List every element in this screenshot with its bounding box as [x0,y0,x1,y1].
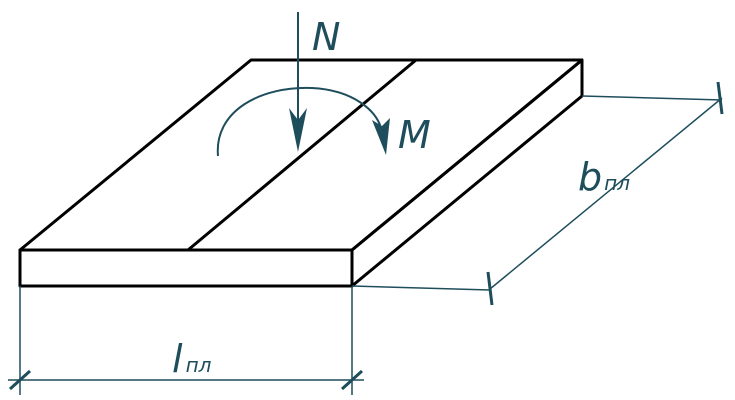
moment-arrow-head [372,118,390,155]
length-tick-right [340,369,364,391]
width-label-subscript: пл [604,171,630,195]
force-arrow-head [289,108,307,152]
width-extension-top [581,95,723,101]
length-tick-left [8,369,32,391]
width-tick-bottom [486,271,494,306]
force-label: N [312,15,340,59]
length-label-main: l [172,337,183,381]
moment-arc [216,86,383,157]
plate-center-line [187,58,417,252]
loads [216,12,390,157]
width-tick-top [716,81,724,115]
plate [18,58,584,288]
moment-label: M [398,113,431,157]
plate-front-face [18,248,354,288]
length-label-subscript: пл [186,353,212,377]
width-extension-bottom [351,285,491,291]
width-dimension-line [489,97,723,290]
dimensions [8,81,724,395]
plate-side-face [350,58,584,288]
width-label-main: b [578,155,602,199]
